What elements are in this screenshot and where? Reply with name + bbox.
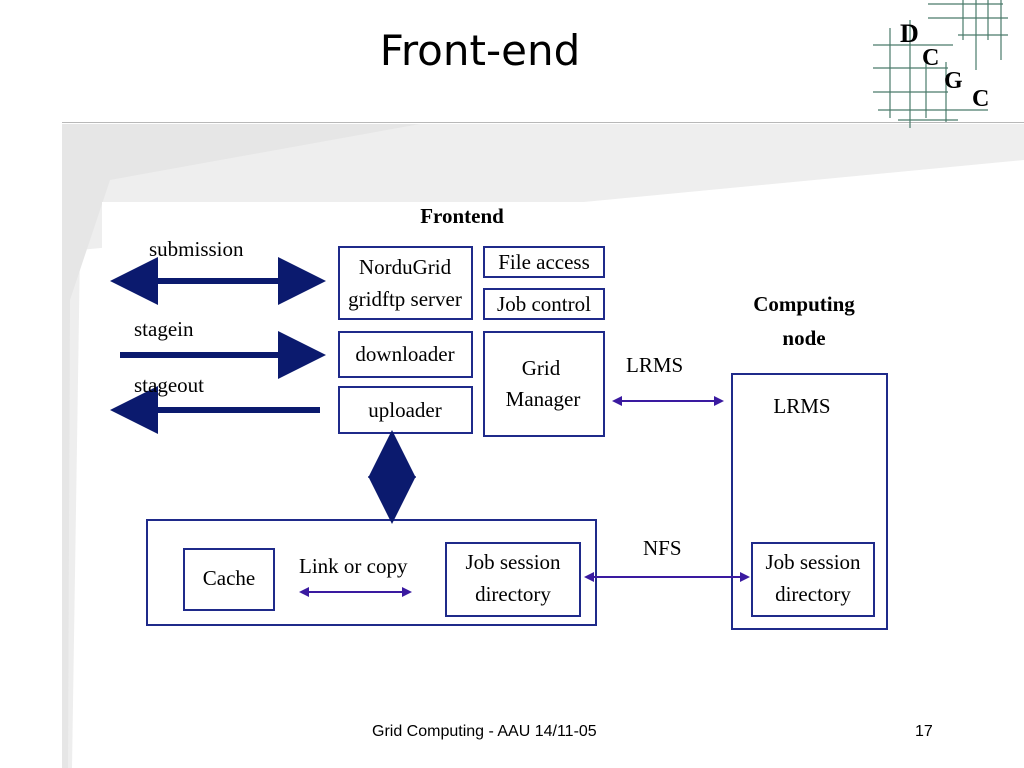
title-divider — [62, 122, 1024, 123]
nfs-link-label: NFS — [643, 536, 682, 560]
job-session-frontend-label-line1: Job session — [465, 550, 561, 574]
computing-node-title-line1: Computing — [753, 292, 855, 316]
grid-manager-box — [483, 331, 605, 437]
logo-letter-c1: C — [922, 45, 939, 71]
link-or-copy-label: Link or copy — [299, 554, 408, 578]
cache-box — [183, 548, 275, 611]
frontend-title: Frontend — [420, 204, 504, 228]
job-session-node-label-line1: Job session — [765, 550, 861, 574]
cache-label: Cache — [202, 566, 256, 590]
computing-node-title-line2: node — [782, 326, 826, 350]
job-session-node-box — [751, 542, 875, 617]
file-access-box — [483, 246, 605, 278]
slide-title: Front-end — [379, 26, 581, 75]
computing-node-box — [731, 373, 888, 630]
grid-manager-label-line1: Grid — [521, 356, 561, 380]
lrms-link-label: LRMS — [626, 353, 684, 377]
stagein-label: stagein — [134, 317, 194, 341]
job-session-node-label-line2: directory — [775, 582, 851, 606]
downloader-box — [338, 331, 473, 378]
downloader-label: downloader — [355, 342, 455, 366]
grid-manager-label-line2: Manager — [505, 387, 581, 411]
logo-letter-d: D — [900, 19, 919, 48]
logo-letter-g: G — [944, 68, 963, 94]
logo-grid-lines — [873, 0, 1008, 128]
gridftp-label-line2: gridftp server — [348, 287, 462, 311]
logo-letter-c2: C — [972, 86, 989, 112]
job-session-frontend-label-line2: directory — [475, 582, 551, 606]
slide-footer: Grid Computing - AAU 14/11-05 — [372, 723, 597, 740]
job-control-label: Job control — [497, 292, 591, 316]
job-control-box — [483, 288, 605, 320]
architecture-diagram: Frontend Computing node submission stage… — [102, 202, 888, 634]
uploader-label: uploader — [368, 398, 442, 422]
page-number: 17 — [915, 723, 933, 740]
job-session-frontend-box — [445, 542, 581, 617]
file-access-label: File access — [498, 250, 590, 274]
gridftp-server-box — [338, 246, 473, 320]
dcgc-logo: D C G C — [873, 0, 1008, 128]
gridftp-label-line1: NorduGrid — [358, 255, 452, 279]
submission-label: submission — [149, 237, 244, 261]
node-lrms-label: LRMS — [773, 394, 831, 418]
stageout-label: stageout — [134, 373, 204, 397]
diagram-shapes — [110, 246, 888, 630]
